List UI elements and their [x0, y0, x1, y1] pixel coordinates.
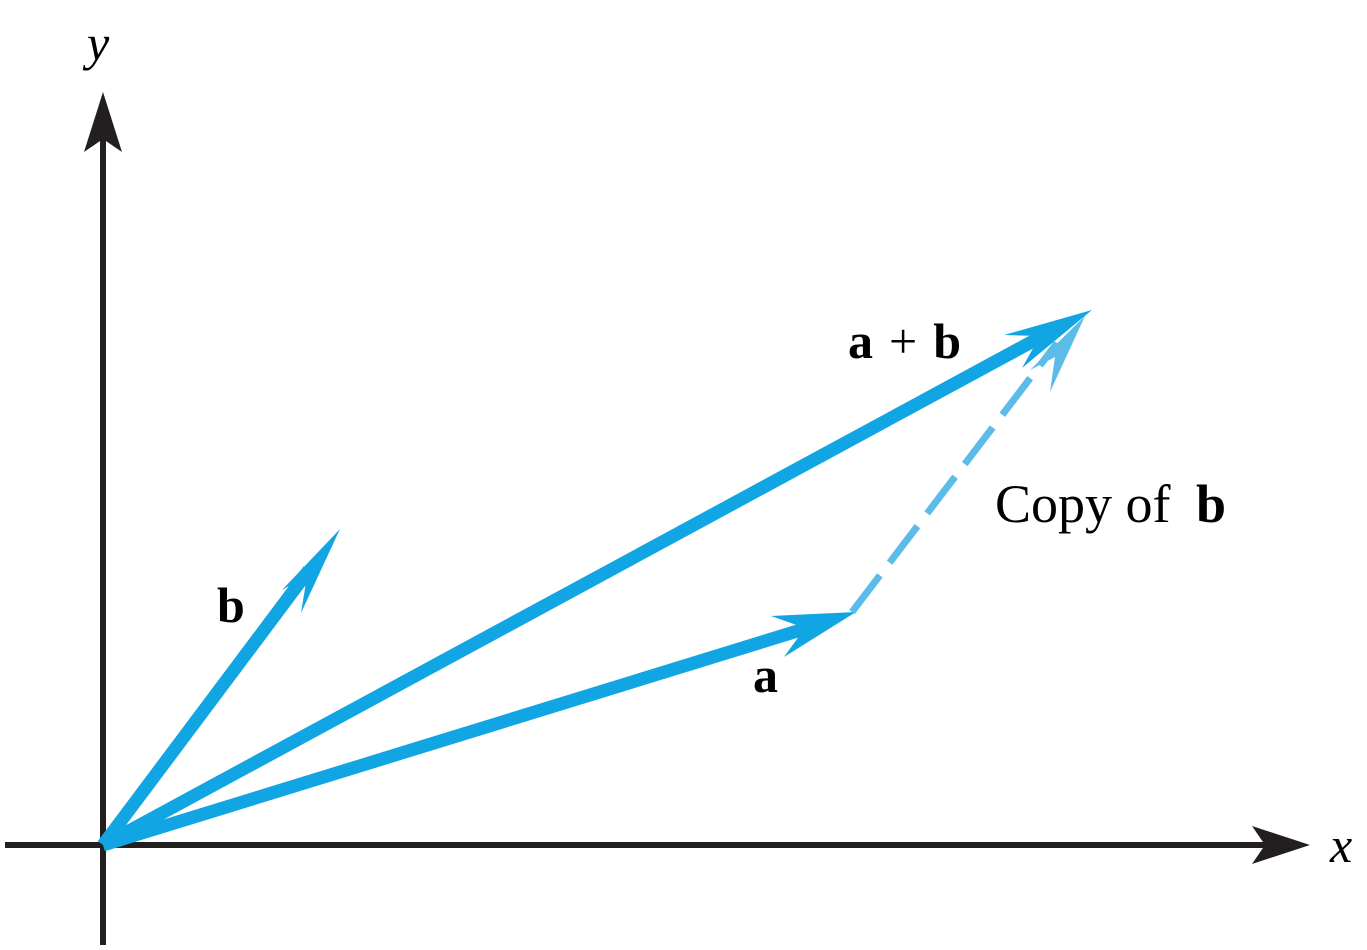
vector-b-shaft: [97, 566, 315, 849]
vector-sum-label-plus: +: [889, 313, 917, 369]
copy-of-b-prefix: Copy of: [995, 474, 1171, 534]
y-axis-arrowhead: [84, 92, 122, 152]
vector-a-label: a: [753, 647, 778, 703]
vector-sum-label-b: b: [933, 313, 961, 369]
copy-of-b-label: Copy of b: [995, 474, 1226, 534]
vector-a: [101, 612, 856, 852]
copy-of-b-vector: b: [1196, 474, 1226, 534]
vector-sum-label: a + b: [848, 313, 961, 369]
vector-sum-label-a: a: [848, 313, 873, 369]
vector-b: [97, 529, 340, 849]
vector-sum-arrowhead: [1004, 310, 1092, 368]
vector-b-copy-arrowhead: [1030, 316, 1085, 392]
x-axis-label: x: [1329, 817, 1352, 873]
vector-b-arrowhead: [282, 529, 340, 613]
vector-sum-shaft: [99, 327, 1052, 851]
vector-a-arrowhead: [771, 612, 856, 657]
y-axis-label: y: [82, 15, 110, 71]
axes: [5, 92, 1310, 945]
x-axis-arrowhead: [1252, 826, 1310, 864]
vector-b-label: b: [217, 577, 245, 633]
vector-b-copy-shaft: [849, 340, 1060, 615]
vector-a-shaft: [101, 618, 819, 852]
vector-b-copy: [849, 316, 1085, 615]
vector-sum: [99, 310, 1092, 851]
